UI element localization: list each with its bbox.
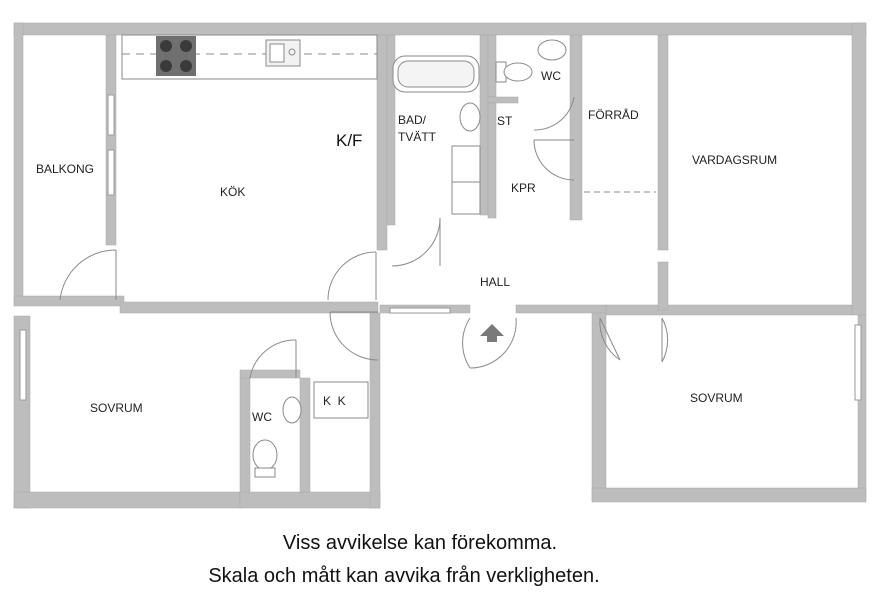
- label-vardagsrum: VARDAGSRUM: [692, 153, 777, 167]
- label-kk: K K: [323, 394, 346, 408]
- label-tvatt: TVÄTT: [398, 130, 437, 144]
- label-kpr: KPR: [511, 181, 536, 195]
- label-bad: BAD/: [398, 113, 427, 127]
- label-forrad: FÖRRÅD: [588, 107, 639, 122]
- floor-plan: BALKONG KÖK K/F BAD/ TVÄTT ST WC FÖRRÅD …: [13, 22, 867, 509]
- label-hall: HALL: [480, 275, 510, 289]
- kitchen-sink-icon: [265, 39, 301, 67]
- toilet-icon: [252, 39, 567, 478]
- label-wc-bottom: WC: [252, 410, 272, 424]
- label-wc-top: WC: [541, 69, 561, 83]
- bath-sink-icon: [459, 102, 481, 132]
- stove-icon: [156, 36, 196, 76]
- entrance-arrow-icon: [480, 324, 504, 342]
- washer-icon: [451, 145, 481, 215]
- windows: [19, 94, 862, 401]
- label-sovrum-right: SOVRUM: [690, 391, 743, 405]
- label-st: ST: [497, 114, 513, 128]
- doors: [59, 96, 669, 379]
- disclaimer-line-1: Viss avvikelse kan förekomma.: [282, 532, 558, 554]
- disclaimer-line-2: Skala och mått kan avvika från verklighe…: [208, 565, 600, 587]
- bathtub-icon: [392, 55, 480, 93]
- label-kok: KÖK: [220, 185, 245, 199]
- label-kf: K/F: [336, 131, 362, 150]
- kk-cabinets: [313, 381, 369, 419]
- label-sovrum-left: SOVRUM: [90, 401, 143, 415]
- walls: [13, 22, 867, 509]
- label-balkong: BALKONG: [36, 162, 94, 176]
